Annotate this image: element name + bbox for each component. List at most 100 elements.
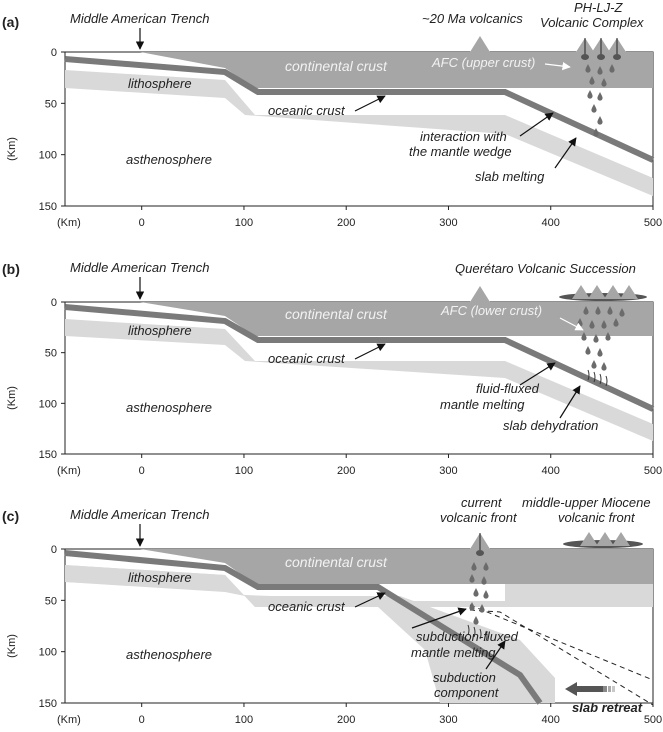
slab-retreat-label: slab retreat bbox=[572, 700, 643, 715]
panel-c-subduction-label-1: subduction-fluxed bbox=[416, 629, 519, 644]
panel-b-volcano-2 bbox=[588, 285, 606, 299]
panel-b-slab-arrow bbox=[559, 385, 581, 419]
panel-c-trench-label: Middle American Trench bbox=[70, 507, 209, 522]
panel-a-y-tick-label-3: 150 bbox=[39, 201, 57, 213]
panel-c-miocene-volcano-2 bbox=[596, 532, 614, 546]
panel-b-x-tick-label-2: 200 bbox=[337, 465, 355, 477]
panel-b-lithosphere-label: lithosphere bbox=[128, 323, 192, 338]
panel-a-afc-label: AFC (upper crust) bbox=[431, 55, 535, 70]
panel-b-continental-crust bbox=[140, 302, 653, 336]
panel-c-x-tick-label-4: 400 bbox=[542, 714, 560, 726]
panel-c-continental-crust-label: continental crust bbox=[285, 554, 388, 570]
panel-b-asthenosphere-label: asthenosphere bbox=[126, 400, 212, 415]
panel-b-letter: (b) bbox=[2, 261, 20, 277]
panel-a-interaction-arrow bbox=[519, 112, 554, 137]
panel-c-asthenosphere-label: asthenosphere bbox=[126, 647, 212, 662]
panel-b-fluid-arrow bbox=[519, 362, 556, 386]
panel-c-y-tick-label-2: 100 bbox=[39, 647, 57, 659]
panel-c-y-tick-label-0: 0 bbox=[51, 544, 57, 556]
panel-c-lithosphere-upper bbox=[65, 565, 653, 607]
panel-b-volcano-1 bbox=[572, 285, 590, 299]
panel-c-subduction-label-2: mantle melting bbox=[411, 645, 496, 660]
panel-a-x-tick-label-1: 100 bbox=[235, 217, 253, 229]
panel-c-x-tick-label-1: 100 bbox=[235, 714, 253, 726]
panel-a-oceanic-crust-label: oceanic crust bbox=[268, 103, 346, 118]
panel-b-x-tick-label-3: 300 bbox=[439, 465, 457, 477]
panel-a-interaction-label-1: interaction with bbox=[420, 129, 507, 144]
panel-c-miocene-volcano-1 bbox=[580, 532, 598, 546]
panel-c-lithosphere-label: lithosphere bbox=[128, 570, 192, 585]
panel-c-letter: (c) bbox=[2, 508, 19, 524]
panel-c-lithosphere-right bbox=[505, 584, 653, 601]
panel-b-x-tick-label-5: 500 bbox=[644, 465, 662, 477]
panel-c-y-axis-unit: (Km) bbox=[6, 634, 18, 658]
panel-b-x-tick-label-0: 0 bbox=[139, 465, 145, 477]
panel-c-x-tick-label-5: 500 bbox=[644, 714, 662, 726]
panel-c-miocene-label-2: volcanic front bbox=[558, 510, 636, 525]
panel-b-afc-label: AFC (lower crust) bbox=[440, 303, 542, 318]
panel-c: (c) bbox=[2, 495, 654, 715]
panel-a-oceanic-arrow bbox=[354, 95, 386, 112]
panel-c-lithosphere-band bbox=[65, 565, 555, 703]
panel-b-oceanic-arrow bbox=[354, 343, 386, 360]
panel-c-component-arrow bbox=[485, 640, 506, 670]
panel-b-fluid-lines bbox=[587, 369, 608, 387]
panel-b-volcano-old bbox=[470, 286, 490, 302]
panel-b-trench-label: Middle American Trench bbox=[70, 260, 209, 275]
panel-c-y-tick-label-3: 150 bbox=[39, 698, 57, 710]
panel-a-slab-arrow bbox=[554, 137, 577, 169]
panel-c-x-axis-unit: (Km) bbox=[57, 714, 81, 726]
panel-c-current-chamber bbox=[476, 550, 484, 556]
panel-c-subduction-arrow bbox=[411, 607, 467, 629]
panel-c-miocene-label-1: middle-upper Miocene bbox=[522, 495, 651, 510]
panel-a-y-tick-label-0: 0 bbox=[51, 47, 57, 59]
panel-a-y-axis-unit: (Km) bbox=[6, 137, 18, 161]
panel-b-continental-crust-label: continental crust bbox=[285, 306, 388, 322]
panel-a-lithosphere-band bbox=[65, 70, 653, 196]
panel-b-y-tick-label-1: 50 bbox=[45, 348, 57, 360]
panel-b-y-tick-label-3: 150 bbox=[39, 449, 57, 461]
panel-a-chamber-1 bbox=[581, 54, 589, 60]
panel-a-y-tick-label-2: 100 bbox=[39, 150, 57, 162]
panel-c-fluid-lines bbox=[467, 624, 488, 642]
panel-c-oceanic-arrow bbox=[354, 592, 386, 608]
panel-c-x-tick-label-2: 200 bbox=[337, 714, 355, 726]
panel-a-interaction-label-2: the mantle wedge bbox=[409, 144, 512, 159]
panel-a-volcanics-label: ~20 Ma volcanics bbox=[422, 11, 523, 26]
panel-a-chamber-3 bbox=[613, 54, 621, 60]
panel-b-y-tick-label-0: 0 bbox=[51, 297, 57, 309]
panel-a-asthenosphere-label: asthenosphere bbox=[126, 152, 212, 167]
panel-b-x-axis-unit: (Km) bbox=[57, 465, 81, 477]
panel-a-slab bbox=[64, 56, 655, 163]
panel-a-x-tick-label-5: 500 bbox=[644, 217, 662, 229]
panel-b-volcano-3 bbox=[604, 285, 622, 299]
panel-c-current-label-2: volcanic front bbox=[440, 510, 518, 525]
panel-a-continental-crust bbox=[140, 52, 653, 88]
panel-a-trench-label: Middle American Trench bbox=[70, 11, 209, 26]
panel-c-current-label-1: current bbox=[461, 495, 503, 510]
panel-b-lithosphere-band bbox=[65, 319, 653, 441]
panel-a-x-tick-label-0: 0 bbox=[139, 217, 145, 229]
panel-a-volcano-20ma bbox=[470, 36, 490, 52]
panel-b-x-tick-label-4: 400 bbox=[542, 465, 560, 477]
panel-c-miocene-volcano-3 bbox=[612, 532, 630, 546]
panel-a-letter: (a) bbox=[2, 14, 19, 30]
panel-a-chamber-2 bbox=[597, 54, 605, 60]
panel-c-slab bbox=[64, 550, 543, 705]
panel-a-x-axis-unit: (Km) bbox=[57, 217, 81, 229]
panel-b-slab-label: slab dehydration bbox=[503, 418, 598, 433]
panel-c-y-tick-label-1: 50 bbox=[45, 595, 57, 607]
panel-c-oceanic-crust-label: oceanic crust bbox=[268, 599, 346, 614]
panel-a-slab-label: slab melting bbox=[475, 169, 545, 184]
panel-b-afc-arrow bbox=[559, 317, 584, 331]
panel-a-complex-label-2: Volcanic Complex bbox=[540, 15, 644, 30]
panel-c-x-tick-label-0: 0 bbox=[139, 714, 145, 726]
panel-c-x-tick-label-3: 300 bbox=[439, 714, 457, 726]
panel-a-x-tick-label-2: 200 bbox=[337, 217, 355, 229]
panel-a-x-tick-label-4: 400 bbox=[542, 217, 560, 229]
panel-c-component-label-1: subduction bbox=[433, 670, 496, 685]
panel-b-succession-label: Querétaro Volcanic Succession bbox=[455, 261, 636, 276]
panel-b: (b) Middle American Trench lithosphere a… bbox=[2, 260, 655, 455]
